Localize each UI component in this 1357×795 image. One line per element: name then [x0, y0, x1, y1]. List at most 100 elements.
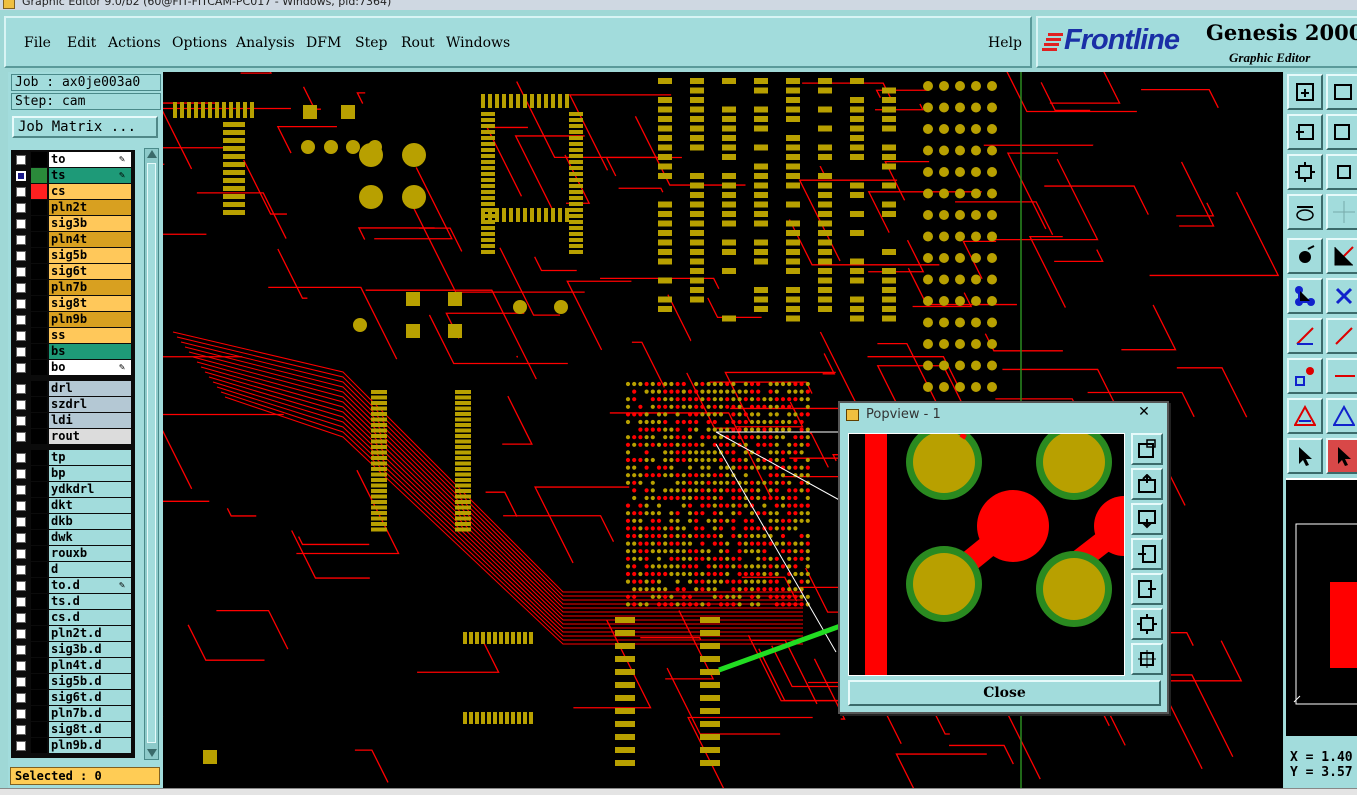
layer-name[interactable]: sig5b — [49, 248, 131, 263]
layer-row-ydkdrl[interactable]: ydkdrl — [11, 482, 135, 498]
layer-row-dwk[interactable]: dwk — [11, 530, 135, 546]
pan-up-icon[interactable] — [1326, 114, 1357, 150]
horizontal-line-icon[interactable] — [1326, 358, 1357, 394]
layer-color-swatch[interactable] — [31, 626, 47, 641]
layer-row-pln2t[interactable]: pln2t — [11, 200, 135, 216]
layer-name[interactable]: to✎ — [49, 152, 131, 167]
layer-checkbox[interactable] — [16, 219, 26, 229]
layer-checkbox[interactable] — [16, 331, 26, 341]
layer-color-swatch[interactable] — [31, 738, 47, 753]
layer-checkbox[interactable] — [16, 549, 26, 559]
layer-name[interactable]: dkt — [49, 498, 131, 513]
layer-checkbox[interactable] — [16, 347, 26, 357]
layer-checkbox[interactable] — [16, 677, 26, 687]
layer-row-pln4t[interactable]: pln4t — [11, 232, 135, 248]
layer-color-swatch[interactable] — [31, 216, 47, 231]
layer-name[interactable]: sig8t — [49, 296, 131, 311]
layer-row-dkt[interactable]: dkt — [11, 498, 135, 514]
layer-name[interactable]: pln4t — [49, 232, 131, 247]
layer-checkbox[interactable] — [16, 645, 26, 655]
layer-color-swatch[interactable] — [31, 498, 47, 513]
layer-name[interactable]: sig8t.d — [49, 722, 131, 737]
layer-row-bp[interactable]: bp — [11, 466, 135, 482]
layer-row-sig6t[interactable]: sig6t — [11, 264, 135, 280]
layer-color-swatch[interactable] — [31, 530, 47, 545]
layer-name[interactable]: drl — [49, 381, 131, 396]
layer-row-ts-d[interactable]: ts.d — [11, 594, 135, 610]
pv-pan-down-icon[interactable] — [1131, 503, 1163, 535]
layer-checkbox[interactable] — [16, 613, 26, 623]
menu-options[interactable]: Options — [172, 35, 228, 51]
layer-checkbox[interactable] — [16, 693, 26, 703]
layer-name[interactable]: rouxb — [49, 546, 131, 561]
menu-actions[interactable]: Actions — [108, 35, 161, 51]
layer-color-swatch[interactable] — [31, 429, 47, 444]
pv-pan-right-icon[interactable] — [1131, 573, 1163, 605]
scroll-up-icon[interactable] — [147, 150, 157, 158]
layer-row-to[interactable]: to✎ — [11, 152, 135, 168]
layer-checkbox[interactable] — [16, 203, 26, 213]
layer-row-sig3b[interactable]: sig3b — [11, 216, 135, 232]
layer-name[interactable]: d — [49, 562, 131, 577]
polygon2-icon[interactable] — [1326, 398, 1357, 434]
layer-row-sig5b-d[interactable]: sig5b.d — [11, 674, 135, 690]
layer-name[interactable]: rout — [49, 429, 131, 444]
layer-name[interactable]: pln2t — [49, 200, 131, 215]
scroll-down-icon[interactable] — [147, 749, 157, 757]
layer-name[interactable]: pln7b.d — [49, 706, 131, 721]
popview-close-icon[interactable]: ✕ — [1126, 403, 1162, 423]
layer-checkbox[interactable] — [16, 384, 26, 394]
layer-checkbox[interactable] — [16, 453, 26, 463]
layer-color-swatch[interactable] — [31, 482, 47, 497]
layer-row-sig5b[interactable]: sig5b — [11, 248, 135, 264]
line-edit-icon[interactable] — [1287, 318, 1323, 354]
overview-preview[interactable] — [1286, 478, 1357, 736]
layer-checkbox[interactable] — [16, 533, 26, 543]
layer-name[interactable]: bp — [49, 466, 131, 481]
layer-row-pln9b[interactable]: pln9b — [11, 312, 135, 328]
layer-checkbox[interactable] — [16, 155, 26, 165]
layer-checkbox[interactable] — [16, 283, 26, 293]
layer-name[interactable]: bs — [49, 344, 131, 359]
layer-color-swatch[interactable] — [31, 397, 47, 412]
layer-name[interactable]: tp — [49, 450, 131, 465]
layer-name[interactable]: szdrl — [49, 397, 131, 412]
layer-name[interactable]: pln2t.d — [49, 626, 131, 641]
layer-checkbox[interactable] — [16, 251, 26, 261]
layer-color-swatch[interactable] — [31, 381, 47, 396]
layer-name[interactable]: sig6t.d — [49, 690, 131, 705]
layer-color-swatch[interactable] — [31, 200, 47, 215]
layer-checkbox[interactable] — [16, 581, 26, 591]
layer-color-swatch[interactable] — [31, 466, 47, 481]
fit-screen-icon[interactable] — [1287, 154, 1323, 190]
layer-checkbox[interactable] — [16, 485, 26, 495]
layer-row-cs-d[interactable]: cs.d — [11, 610, 135, 626]
move-feature-icon[interactable] — [1287, 358, 1323, 394]
popview-close-button[interactable]: Close — [848, 680, 1161, 706]
layer-name[interactable]: ts.d — [49, 594, 131, 609]
layer-checkbox[interactable] — [16, 469, 26, 479]
menu-edit[interactable]: Edit — [67, 35, 97, 51]
layer-row-pln9b-d[interactable]: pln9b.d — [11, 738, 135, 754]
layer-checkbox[interactable] — [16, 171, 26, 181]
layer-color-swatch[interactable] — [31, 610, 47, 625]
popview-title-bar[interactable]: Popview - 1 ✕ — [840, 403, 1167, 427]
layer-color-swatch[interactable] — [31, 514, 47, 529]
select-pointer-active-icon[interactable] — [1326, 438, 1357, 474]
layer-row-sig6t-d[interactable]: sig6t.d — [11, 690, 135, 706]
menu-file[interactable]: File — [24, 35, 51, 51]
layer-row-tp[interactable]: tp — [11, 450, 135, 466]
pv-zoom-fit-icon[interactable] — [1131, 643, 1163, 675]
job-matrix-button[interactable]: Job Matrix ... — [12, 116, 158, 138]
layer-row-ss[interactable]: ss — [11, 328, 135, 344]
layer-row-drl[interactable]: drl — [11, 381, 135, 397]
menu-rout[interactable]: Rout — [401, 35, 435, 51]
layer-color-swatch[interactable] — [31, 594, 47, 609]
layer-color-swatch[interactable] — [31, 344, 47, 359]
layer-color-swatch[interactable] — [31, 674, 47, 689]
pan-right-icon[interactable] — [1326, 74, 1357, 110]
layer-name[interactable]: bo✎ — [49, 360, 131, 375]
layer-checkbox[interactable] — [16, 629, 26, 639]
layer-color-swatch[interactable] — [31, 360, 47, 375]
layer-checkbox[interactable] — [16, 501, 26, 511]
